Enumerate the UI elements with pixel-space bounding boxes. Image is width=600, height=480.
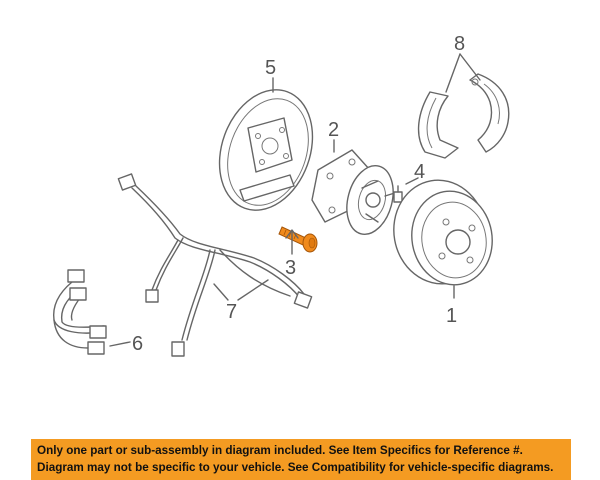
parts-diagram: 5 2 8 4 3 1 7 6 (53, 33, 510, 357)
callout-3: 3 (285, 257, 296, 279)
brake-drum-part-1 (393, 179, 493, 286)
callout-6: 6 (132, 333, 143, 355)
callout-7: 7 (226, 301, 237, 323)
backing-plate-part-5 (218, 89, 314, 211)
callout-5: 5 (265, 57, 276, 79)
callout-8: 8 (454, 33, 465, 55)
wiring-harness-part-7 (117, 173, 313, 357)
leader-lines (109, 53, 481, 347)
disclaimer-banner: Only one part or sub-assembly in diagram… (31, 439, 571, 480)
hub-bearing-part-2 (311, 149, 399, 235)
disclaimer-line-1: Only one part or sub-assembly in diagram… (37, 444, 523, 457)
callout-2: 2 (328, 119, 339, 141)
callout-1: 1 (446, 305, 457, 327)
brake-shoes-part-8 (417, 73, 510, 159)
wheel-stud-part-4 (393, 185, 403, 203)
wire-connectors-part-6 (53, 269, 107, 355)
disclaimer-line-2: Diagram may not be specific to your vehi… (37, 461, 554, 474)
bolt-part-3-highlighted (278, 226, 318, 253)
callout-4: 4 (414, 161, 425, 183)
